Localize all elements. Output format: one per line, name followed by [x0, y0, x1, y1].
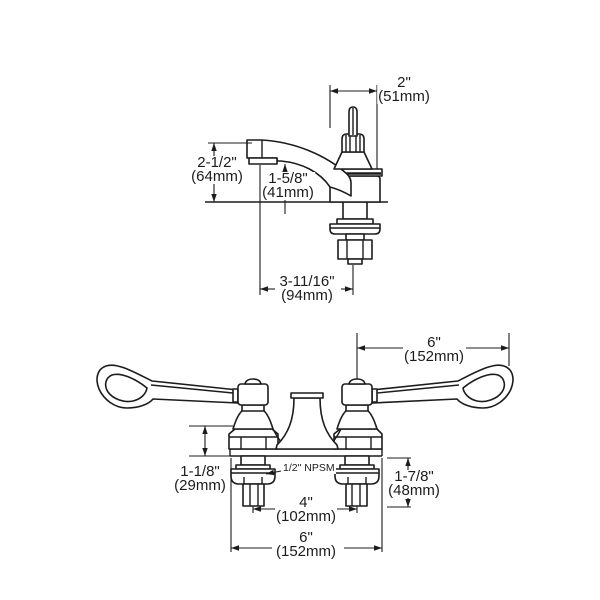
spout	[246, 139, 352, 197]
right-body-block	[333, 428, 383, 450]
dim-under-deck-clearance-label: 1-7/8" (48mm)	[387, 468, 441, 499]
left-locknut	[242, 483, 265, 507]
spout-stub-cap	[290, 392, 324, 399]
dim-faucet-centers-label: 4" (102mm)	[274, 494, 338, 525]
dim-outlet-height-label: 1-5/8" (41mm)	[261, 170, 315, 201]
locknut	[337, 239, 373, 260]
inlet-thread-label: 1/2" NPSM	[282, 462, 336, 474]
dim-spout-reach-label: 3-11/16" (94mm)	[278, 273, 336, 304]
shank-neck	[345, 233, 365, 241]
left-handle-hub	[237, 383, 269, 406]
dim-body-height-label: 1-1/8" (29mm)	[173, 463, 227, 494]
dim-handle-clearance-label: 2" (51mm)	[377, 74, 431, 105]
side-view	[205, 106, 388, 265]
dim-handle-length-label: 6" (152mm)	[402, 334, 466, 365]
front-view	[96, 364, 514, 507]
washer-flange	[329, 223, 381, 235]
right-handle-hub	[341, 383, 373, 406]
spout-base	[275, 397, 339, 450]
left-body-block	[228, 428, 279, 450]
right-washer	[334, 468, 380, 485]
deck-plate	[229, 448, 383, 457]
shank-tip	[347, 258, 363, 265]
left-washer	[230, 468, 276, 485]
right-locknut	[345, 483, 368, 507]
shank	[342, 201, 368, 220]
spout-aerator	[248, 157, 278, 165]
dim-body-width-label: 6" (152mm)	[274, 529, 338, 560]
right-shank	[344, 455, 370, 466]
dimension-lines	[189, 85, 510, 552]
left-bell	[232, 409, 274, 430]
right-bell	[336, 409, 378, 430]
left-shank	[240, 455, 266, 466]
handle-hub	[341, 133, 365, 153]
dim-spout-height-label: 2-1/2" (64mm)	[190, 154, 244, 185]
bonnet	[333, 151, 373, 170]
